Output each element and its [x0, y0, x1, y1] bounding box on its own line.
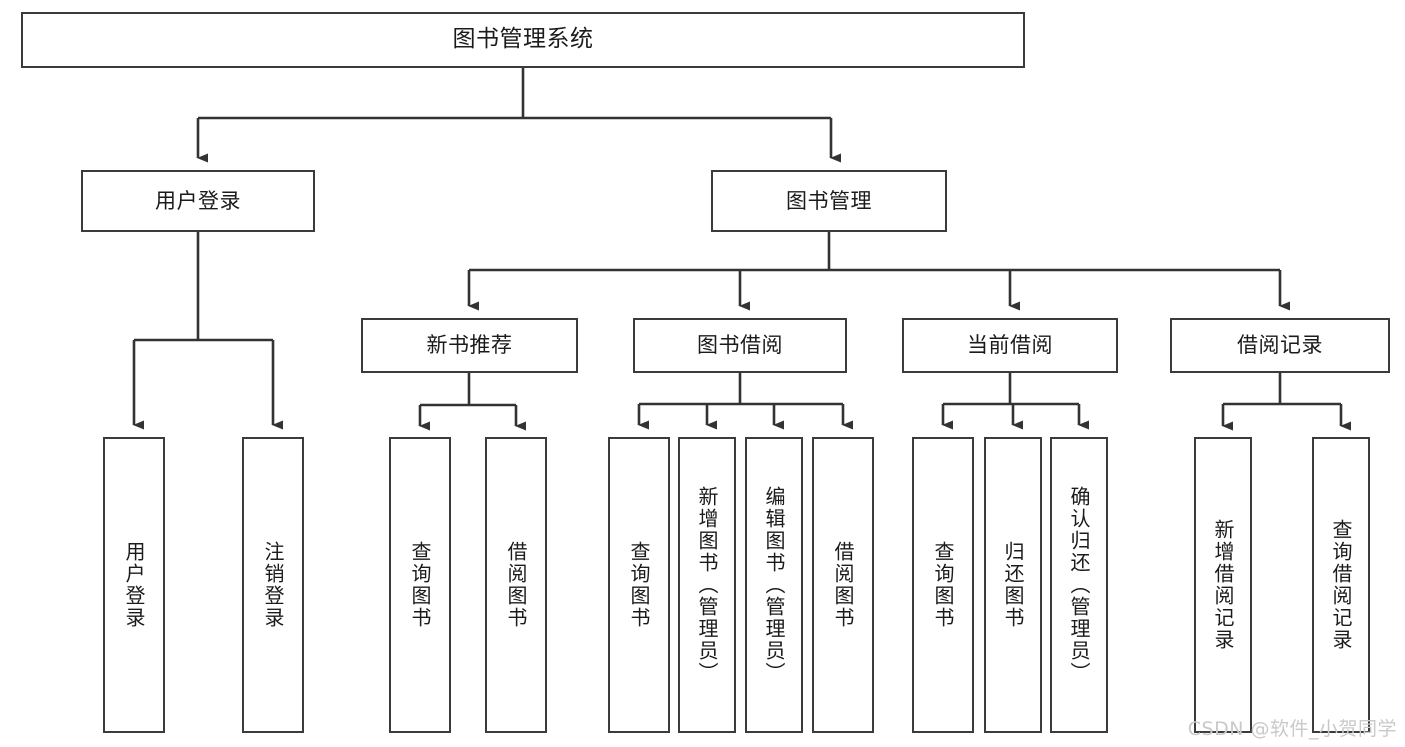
node-leaf-query-book-borrow[interactable]: 查询图书: [608, 437, 670, 733]
node-book-borrow-label: 图书借阅: [697, 333, 783, 358]
node-leaf-add-borrow-record[interactable]: 新增借阅记录: [1194, 437, 1252, 733]
node-borrow-record[interactable]: 借阅记录: [1170, 318, 1390, 373]
node-leaf-confirm-return-admin[interactable]: 确认归还（管理员）: [1050, 437, 1108, 733]
node-new-book-recommend[interactable]: 新书推荐: [361, 318, 578, 373]
node-leaf-user-login-label: 用户登录: [122, 541, 146, 629]
node-leaf-add-borrow-record-label: 新增借阅记录: [1211, 519, 1235, 651]
node-new-book-recommend-label: 新书推荐: [426, 333, 513, 358]
node-leaf-query-book-recommend[interactable]: 查询图书: [389, 437, 451, 733]
node-leaf-query-borrow-record-label: 查询借阅记录: [1329, 519, 1353, 651]
node-current-borrow[interactable]: 当前借阅: [902, 318, 1118, 373]
node-leaf-borrow-book[interactable]: 借阅图书: [812, 437, 874, 733]
node-leaf-return-book[interactable]: 归还图书: [984, 437, 1042, 733]
node-leaf-edit-book-admin-label: 编辑图书（管理员）: [762, 486, 786, 684]
node-borrow-record-label: 借阅记录: [1237, 333, 1323, 358]
node-leaf-query-book-current[interactable]: 查询图书: [912, 437, 974, 733]
node-book-management[interactable]: 图书管理: [711, 170, 947, 232]
node-book-management-label: 图书管理: [786, 188, 872, 213]
node-user-login-label: 用户登录: [155, 188, 241, 213]
node-root-system[interactable]: 图书管理系统: [21, 12, 1025, 68]
node-leaf-return-book-label: 归还图书: [1001, 541, 1025, 629]
node-leaf-edit-book-admin[interactable]: 编辑图书（管理员）: [745, 437, 803, 733]
node-leaf-query-borrow-record[interactable]: 查询借阅记录: [1312, 437, 1370, 733]
node-current-borrow-label: 当前借阅: [967, 333, 1053, 358]
node-root-system-label: 图书管理系统: [452, 26, 594, 53]
node-leaf-user-logout[interactable]: 注销登录: [242, 437, 304, 733]
node-user-login[interactable]: 用户登录: [81, 170, 315, 232]
node-leaf-user-login[interactable]: 用户登录: [103, 437, 165, 733]
node-leaf-query-book-borrow-label: 查询图书: [627, 541, 651, 629]
node-leaf-borrow-book-recommend[interactable]: 借阅图书: [485, 437, 547, 733]
node-leaf-query-book-current-label: 查询图书: [931, 541, 955, 629]
node-leaf-confirm-return-admin-label: 确认归还（管理员）: [1067, 486, 1091, 684]
node-leaf-add-book-admin[interactable]: 新增图书（管理员）: [678, 437, 736, 733]
node-leaf-borrow-book-label: 借阅图书: [831, 541, 855, 629]
node-leaf-borrow-book-recommend-label: 借阅图书: [504, 541, 528, 629]
node-leaf-add-book-admin-label: 新增图书（管理员）: [695, 486, 719, 684]
node-leaf-user-logout-label: 注销登录: [261, 541, 285, 629]
node-book-borrow[interactable]: 图书借阅: [633, 318, 847, 373]
node-leaf-query-book-recommend-label: 查询图书: [408, 541, 432, 629]
